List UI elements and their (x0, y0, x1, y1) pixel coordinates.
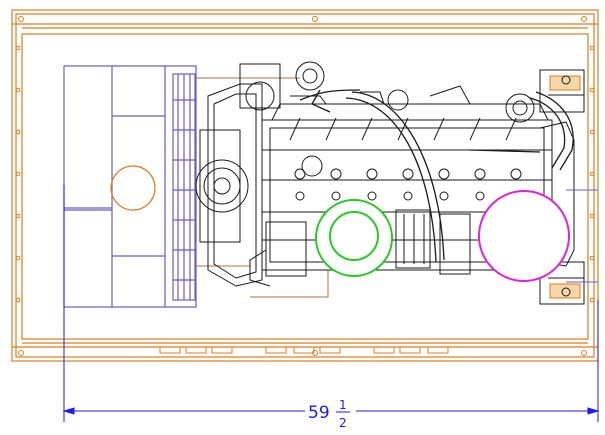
engine-mount-bracket-bottom (539, 261, 585, 305)
exhaust-outlet (566, 189, 598, 283)
hoses (299, 89, 574, 263)
engine-mount-bracket-top (539, 69, 585, 113)
frame-bottom-tabs (159, 346, 449, 354)
radiator (63, 65, 197, 308)
frame-mounting-holes (15, 16, 595, 356)
air-filter-outer (315, 199, 393, 277)
coolant-lines (196, 77, 329, 298)
radiator-cap (110, 165, 156, 211)
dimension-fraction-numerator: 1 (339, 398, 347, 412)
dimension-fraction-denominator: 2 (339, 416, 347, 430)
exhaust-muffler (478, 190, 570, 282)
air-filter-inner (329, 211, 379, 261)
dimension-value-whole: 59 (308, 403, 330, 423)
overall-length-dimension (62, 185, 600, 422)
